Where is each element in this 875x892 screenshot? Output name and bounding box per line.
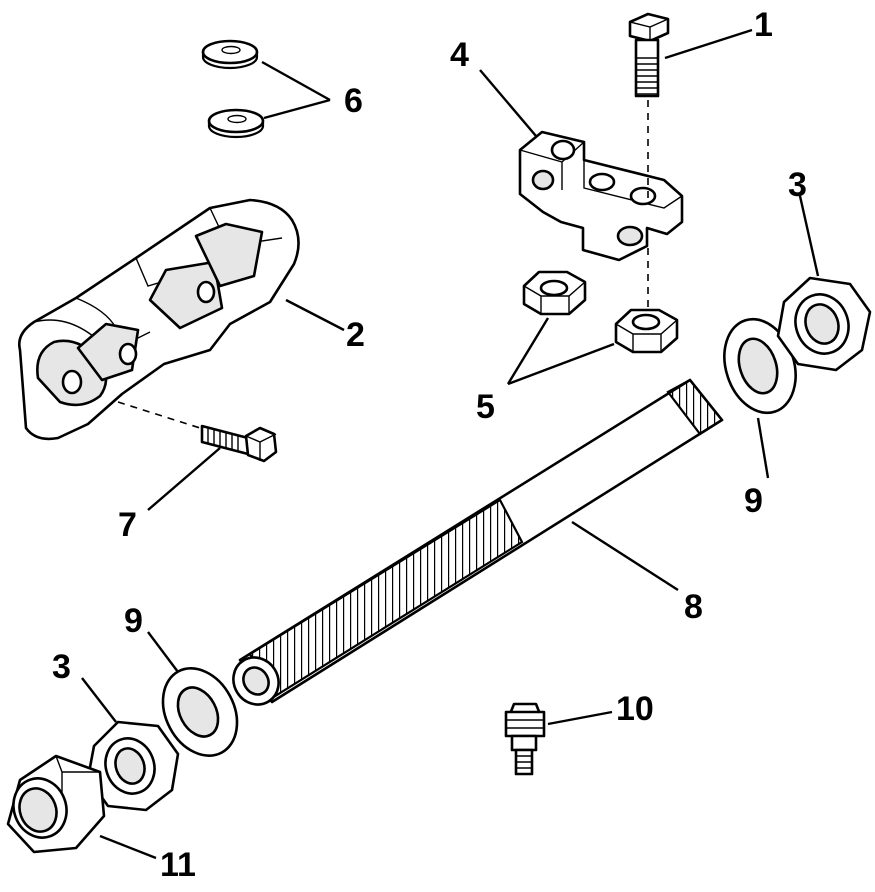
fitting-part-10	[504, 702, 546, 776]
callout-8: 8	[684, 588, 703, 626]
bolt-part-1	[628, 12, 670, 98]
callout-10: 10	[616, 690, 654, 728]
callout-7: 7	[118, 506, 137, 544]
leader-lines	[81, 28, 820, 860]
yoke-part-2	[18, 198, 300, 441]
callout-3-left: 3	[52, 648, 71, 686]
callout-3-right: 3	[788, 166, 807, 204]
washer-part-6-bottom	[207, 108, 265, 139]
tube-part-8	[232, 378, 724, 706]
nut-part-5-right	[614, 308, 679, 354]
bolt-part-7	[200, 424, 278, 463]
nut-part-5-left	[522, 270, 587, 316]
callout-1: 1	[754, 6, 773, 44]
bracket-part-4	[518, 130, 684, 262]
callout-11: 11	[160, 846, 196, 884]
callout-5: 5	[476, 388, 495, 426]
nut-part-3-left	[86, 720, 180, 812]
callout-4: 4	[450, 36, 469, 74]
nut-part-3-right	[776, 276, 872, 372]
callout-2: 2	[346, 316, 365, 354]
callout-9-left: 9	[124, 602, 143, 640]
washer-part-9-right	[723, 317, 797, 415]
washer-part-6-top	[201, 39, 259, 70]
callout-9-right: 9	[744, 482, 763, 520]
cap-part-11	[6, 754, 106, 854]
callout-6: 6	[344, 82, 363, 120]
washer-part-9-left	[161, 667, 239, 757]
